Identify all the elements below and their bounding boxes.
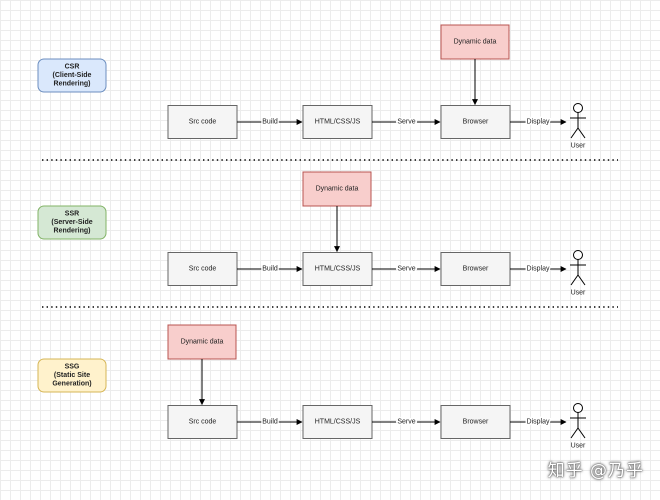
user-leg-left <box>570 127 579 139</box>
node-browser-box <box>440 105 511 139</box>
watermark: 知乎 @乃乎 <box>547 461 644 481</box>
edge-build-label: Build <box>262 419 278 426</box>
user-leg-right <box>577 127 586 139</box>
user-head <box>573 403 583 413</box>
node-browser-box <box>440 405 511 439</box>
edge-display-label: Display <box>527 266 550 273</box>
row-label-line: (Static Site <box>54 372 90 379</box>
node-html-box <box>302 105 373 139</box>
user-label: User <box>571 290 586 297</box>
row-label-line: CSR <box>65 63 80 70</box>
edge-serve-label: Serve <box>397 419 415 426</box>
node-html-label: HTML/CSS/JS <box>315 419 361 426</box>
node-html-label: HTML/CSS/JS <box>315 119 361 126</box>
node-html-label: HTML/CSS/JS <box>315 266 361 273</box>
node-src-box <box>167 105 238 139</box>
row-label-line: Rendering) <box>54 228 91 235</box>
node-browser-label: Browser <box>463 119 489 126</box>
node-dynamic-data-box <box>302 171 372 207</box>
node-browser-label: Browser <box>463 419 489 426</box>
user-head <box>573 250 583 260</box>
edge-serve-label: Serve <box>397 119 415 126</box>
node-src-box <box>167 252 238 286</box>
edge-serve-label: Serve <box>397 266 415 273</box>
node-dynamic-data-box <box>167 324 237 360</box>
node-browser-label: Browser <box>463 266 489 273</box>
user-actor-icon <box>570 403 586 439</box>
row-label-box <box>37 58 107 93</box>
user-actor-icon <box>570 103 586 139</box>
node-src-label: Src code <box>189 119 217 126</box>
node-dynamic-data-label: Dynamic data <box>316 186 359 193</box>
node-html-box <box>302 252 373 286</box>
user-actor-icon <box>570 250 586 286</box>
node-src-label: Src code <box>189 266 217 273</box>
row-label-box <box>37 358 107 393</box>
node-dynamic-data-label: Dynamic data <box>181 339 224 346</box>
edge-build-label: Build <box>262 119 278 126</box>
row-label-box <box>37 205 107 240</box>
row-label-line: SSG <box>65 363 80 370</box>
node-src-label: Src code <box>189 419 217 426</box>
user-head <box>573 103 583 113</box>
row-label-line: (Client-Side <box>53 72 92 79</box>
node-browser-box <box>440 252 511 286</box>
node-dynamic-data-label: Dynamic data <box>454 39 497 46</box>
user-leg-right <box>577 427 586 439</box>
user-leg-left <box>570 427 579 439</box>
user-label: User <box>571 143 586 150</box>
node-src-box <box>167 405 238 439</box>
edge-display-label: Display <box>527 119 550 126</box>
row-label-line: SSR <box>65 210 79 217</box>
row-label-line: Rendering) <box>54 81 91 88</box>
edge-build-label: Build <box>262 266 278 273</box>
user-leg-left <box>570 274 579 286</box>
user-leg-right <box>577 274 586 286</box>
row-label-line: (Server-Side <box>51 219 92 226</box>
user-label: User <box>571 443 586 450</box>
row-label-line: Generation) <box>52 381 91 388</box>
node-html-box <box>302 405 373 439</box>
edge-display-label: Display <box>527 419 550 426</box>
